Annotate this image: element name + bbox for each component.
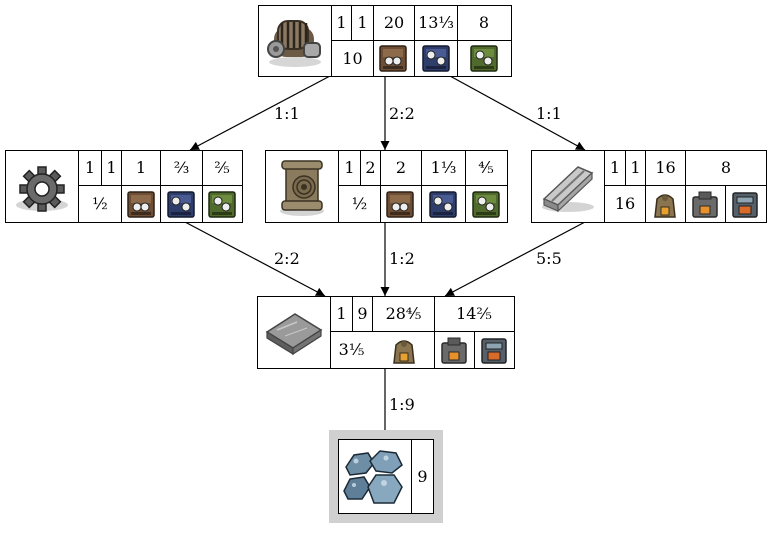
edge-label: 5:5	[536, 249, 562, 268]
count-cell: 1	[357, 13, 368, 32]
assembling-machine-3-icon	[471, 189, 501, 219]
stone-furnace-icon	[650, 189, 680, 219]
count-cell: ⅘	[478, 158, 494, 177]
count-cell: ⅖	[214, 158, 230, 177]
count-cell: 8	[720, 158, 732, 177]
iron-plate-node[interactable]: 1 9 28⅘ 14⅖ 3⅕	[257, 296, 515, 369]
electric-furnace-icon	[479, 335, 509, 365]
count-cell: 28⅘	[385, 304, 422, 323]
edge-label: 2:2	[389, 104, 415, 123]
count-cell: 1	[106, 158, 117, 177]
assembling-machine-1-icon	[385, 189, 415, 219]
edge-steel-to-iron	[444, 221, 586, 297]
count-cell: 1	[135, 158, 147, 177]
edge-label: 1:1	[274, 104, 300, 123]
rate-cell: 3⅕	[338, 340, 365, 359]
edge-label: 1:1	[536, 104, 562, 123]
steel-plate-icon	[532, 151, 605, 222]
assembling-machine-3-icon	[469, 43, 499, 73]
engine-unit-node[interactable]: 1 1 20 13⅓ 8 10	[258, 5, 512, 77]
edge-label: 1:9	[389, 395, 415, 414]
count-cell: 1	[84, 158, 96, 177]
count-cell: 1	[336, 304, 347, 323]
edge-engine-to-gear	[189, 75, 331, 151]
count-cell: 1	[344, 158, 355, 177]
iron-ore-icon	[339, 440, 412, 513]
count-cell: 14⅖	[456, 304, 492, 323]
count-cell: ⅔	[173, 158, 190, 177]
assembling-machine-2-icon	[166, 189, 196, 219]
assembling-machine-2-icon	[421, 43, 451, 73]
steel-furnace-icon	[439, 335, 469, 365]
assembling-machine-2-icon	[428, 189, 458, 219]
stone-furnace-icon	[389, 335, 419, 365]
assembling-machine-3-icon	[207, 189, 237, 219]
pipe-node[interactable]: 1 2 2 1⅓ ⅘ ½	[265, 150, 508, 223]
electric-furnace-icon	[730, 189, 760, 219]
assembling-machine-1-icon	[378, 43, 408, 73]
count-cell: 8	[478, 13, 490, 32]
rate-cell: 16	[614, 194, 636, 213]
engine-unit-icon	[259, 6, 332, 76]
edge-engine-to-steel	[449, 75, 586, 151]
pipe-icon	[266, 151, 339, 222]
count-cell: 13⅓	[418, 13, 454, 32]
rate-cell: ½	[92, 194, 108, 213]
count-cell: 2	[365, 158, 376, 177]
count-cell: 2	[395, 158, 407, 177]
iron-ore-node-inner: 9	[338, 439, 434, 514]
iron-plate-icon	[258, 297, 331, 368]
count-cell: 9	[357, 304, 368, 323]
count-cell: 1⅓	[430, 158, 457, 177]
edge-label: 2:2	[274, 249, 300, 268]
count-cell: 1	[336, 13, 347, 32]
count-cell: 16	[655, 158, 676, 177]
edge-label: 1:2	[389, 249, 415, 268]
iron-gear-wheel-icon	[6, 151, 79, 222]
assembling-machine-1-icon	[126, 189, 156, 219]
steel-furnace-icon	[690, 189, 720, 219]
count-cell: 20	[383, 13, 405, 32]
rate-cell: 10	[342, 48, 363, 68]
rate-cell: ½	[351, 194, 368, 213]
iron-ore-node[interactable]: 9	[329, 430, 443, 523]
edge-gear-to-iron	[184, 221, 326, 297]
iron-gear-wheel-node[interactable]: 1 1 1 ⅔ ⅖ ½	[5, 150, 243, 223]
count-cell: 9	[417, 466, 428, 486]
count-cell: 1	[609, 158, 621, 177]
count-cell: 1	[630, 158, 641, 177]
steel-plate-node[interactable]: 1 1 16 8 16	[531, 150, 767, 223]
